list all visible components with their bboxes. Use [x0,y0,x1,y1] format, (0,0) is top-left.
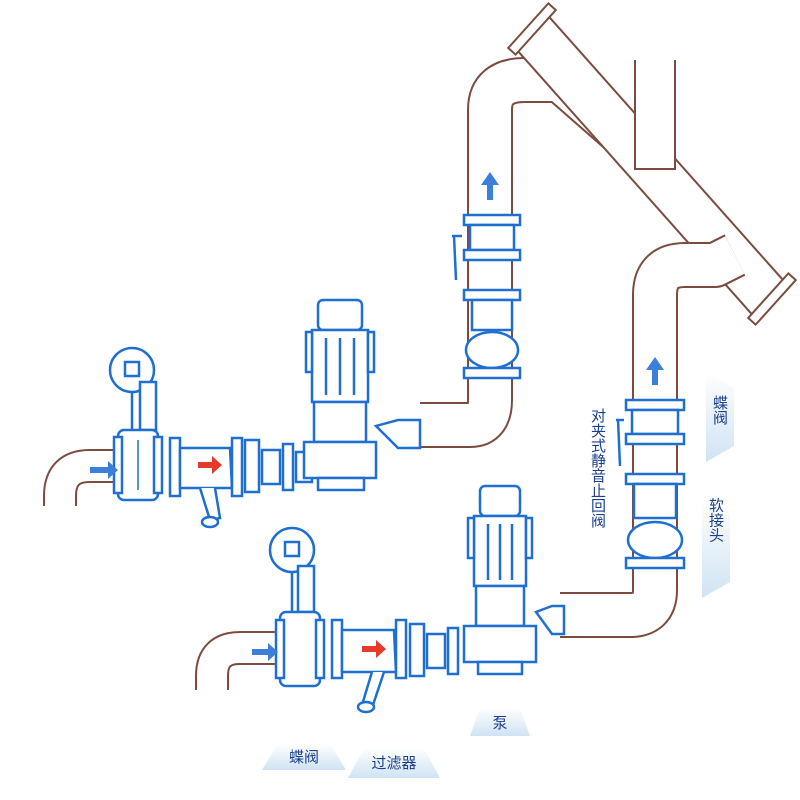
upper-inlet-flow-arrow [90,461,118,479]
label-text-butterfly-valve-bottom: 蝶阀 [289,748,319,766]
label-text-butterfly-valve-right: 蝶阀 [711,395,729,426]
upper-soft-joint [462,288,522,380]
lower-equipment-line [252,357,686,714]
upper-check-valve [452,213,522,281]
lower-discharge-diffuser [534,604,566,636]
upper-riser-flow-arrow [481,172,499,200]
lower-inlet-flow-arrow [252,643,278,661]
lower-check-valve [616,398,686,467]
upper-flow-arrows [90,172,499,479]
lower-soft-joint [624,472,686,570]
pipework [43,14,788,693]
label-text-pump: 泵 [492,714,507,732]
upper-inlet-fittings [243,438,314,494]
upper-equipment-line [90,172,522,529]
label-butterfly-valve-right: 蝶阀 [706,372,734,462]
header-top-flange [506,1,558,57]
upper-pump [302,298,378,492]
label-soft-joint: 软接头 [702,498,730,598]
upper-butterfly-valve [108,346,164,502]
upper-filter-flow-arrow [198,456,222,474]
upper-discharge-diffuser [373,418,422,450]
label-pump: 泵 [470,708,530,736]
lower-pump [462,484,538,676]
label-butterfly-valve-bottom: 蝶阀 [262,744,346,770]
lower-inlet-fittings [408,622,460,678]
lower-filter [330,618,408,714]
label-text-check-valve: 对夹式静音止回阀 [589,408,607,529]
lower-riser-flow-arrow [646,357,664,385]
label-text-filter: 过滤器 [371,754,416,772]
label-filter: 过滤器 [348,748,440,778]
upper-filter [168,436,244,529]
label-check-valve: 对夹式静音止回阀 [589,408,607,529]
lower-filter-flow-arrow [362,640,386,658]
header-flanges [506,1,798,327]
header-bottom-flange [746,271,798,327]
lower-flow-arrows [252,357,664,661]
label-text-soft-joint: 软接头 [707,498,725,543]
lower-butterfly-valve [268,526,326,688]
